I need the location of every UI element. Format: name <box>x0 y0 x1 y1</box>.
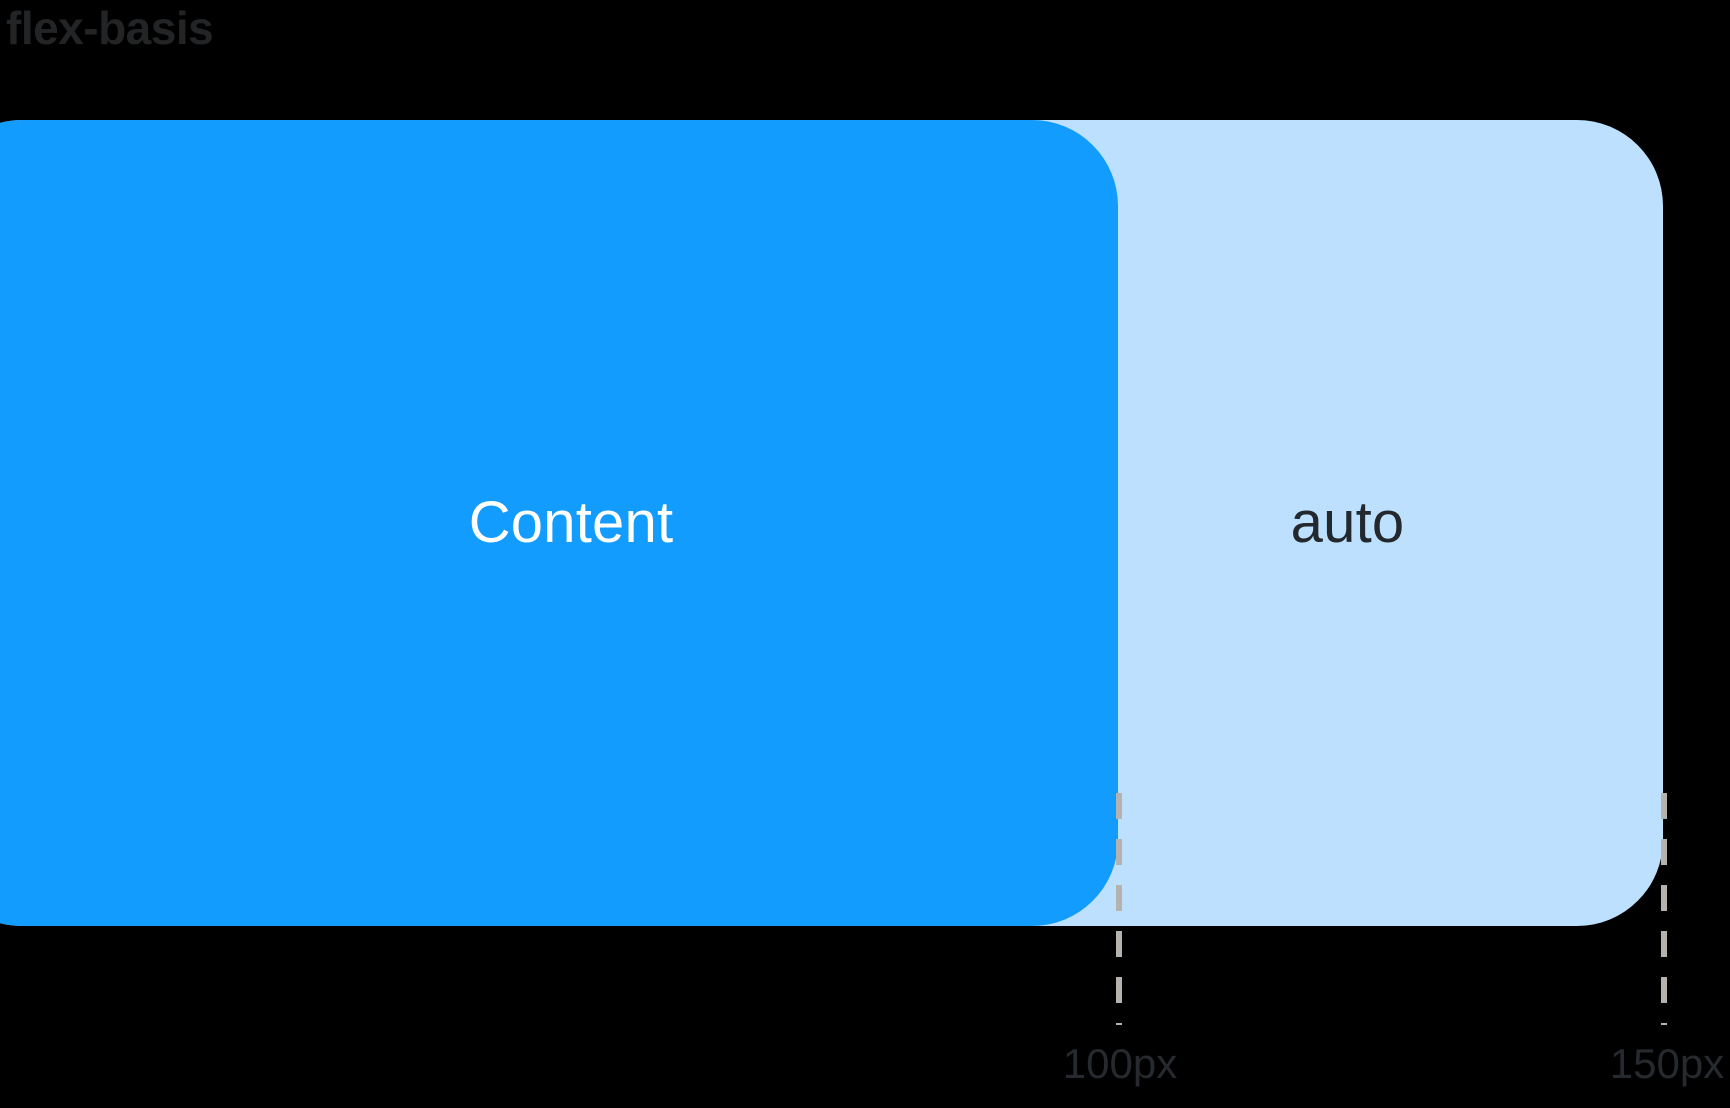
guide-line-100px <box>1116 793 1122 1025</box>
guide-label-150px: 150px <box>1609 1040 1725 1087</box>
auto-box-label: auto <box>1290 490 1405 555</box>
guide-label-100px: 100px <box>1062 1040 1178 1087</box>
flex-item-content-box: Content <box>0 120 1118 926</box>
guide-line-150px <box>1661 793 1667 1025</box>
content-box-label: Content <box>468 490 674 555</box>
page-title: flex-basis <box>6 2 214 54</box>
flex-container: auto Content <box>0 120 1663 926</box>
